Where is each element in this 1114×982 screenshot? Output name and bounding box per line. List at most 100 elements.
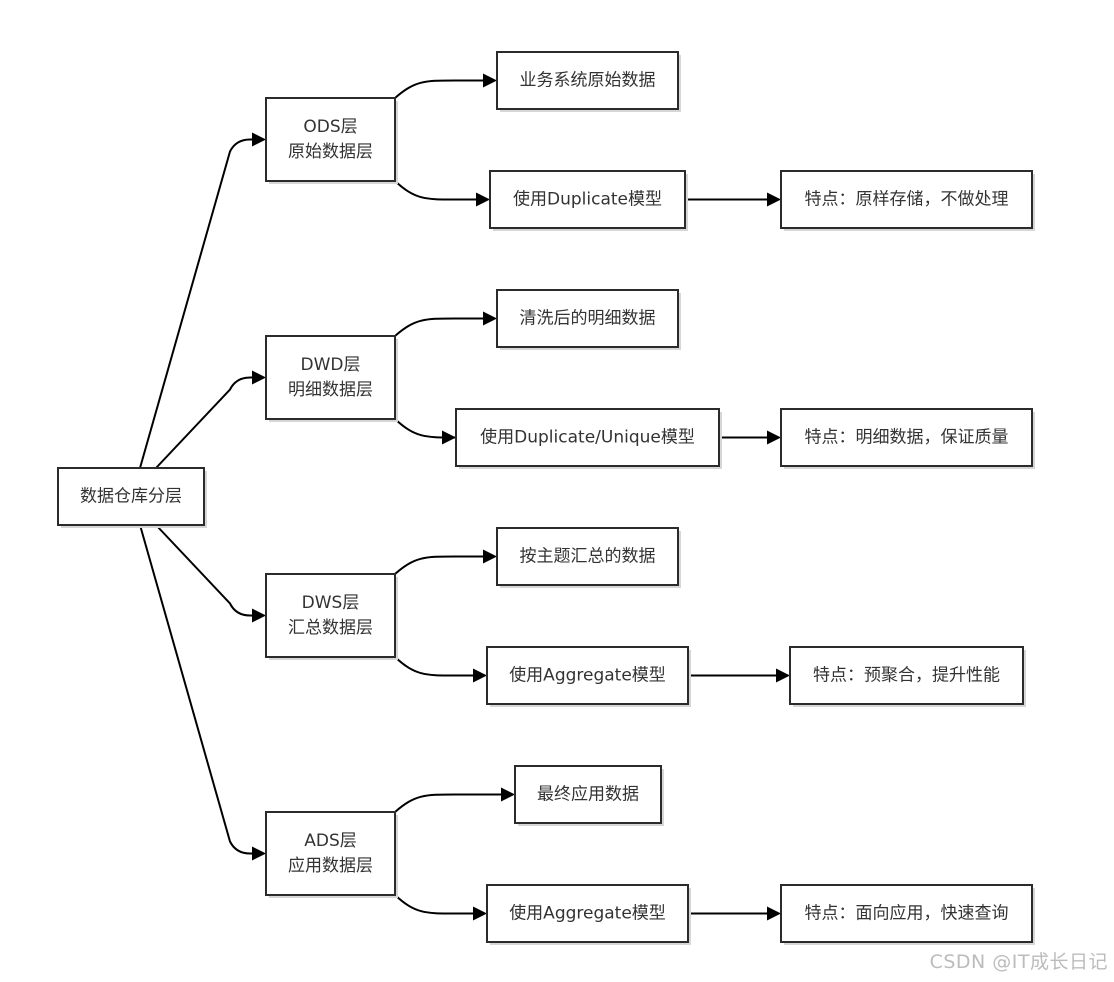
node-label-line: 特点：原样存储，不做处理 (805, 190, 1009, 210)
node-box (455, 408, 720, 467)
node-box (265, 335, 396, 420)
edge-dwd-to-dwd-data (394, 311, 497, 337)
node-box (265, 573, 396, 658)
edge-root-to-ads (139, 524, 266, 861)
node-box (486, 884, 689, 943)
node-box (265, 97, 396, 182)
node-ods-feat: 特点：原样存储，不做处理 (780, 170, 1035, 231)
node-box (780, 408, 1033, 467)
node-dwd-model: 使用Duplicate/Unique模型 (455, 408, 722, 469)
edge-ads-to-ads-data (394, 787, 515, 813)
node-label-line: 最终应用数据 (537, 785, 639, 805)
node-label-line: 数据仓库分层 (80, 487, 182, 507)
node-label-line: 特点：面向应用，快速查询 (805, 904, 1009, 924)
arrowhead (483, 311, 497, 326)
watermark: CSDN @IT成长日记 (929, 951, 1108, 973)
edge-line (139, 524, 264, 855)
node-label-line: 使用Duplicate/Unique模型 (480, 427, 695, 448)
edge-line (155, 524, 264, 617)
edge-dws-to-dws-data (394, 549, 497, 575)
node-label-line: DWD层 (301, 355, 361, 375)
node-label-line: 业务系统原始数据 (520, 71, 656, 91)
node-box (489, 170, 686, 229)
node-label-line: DWS层 (302, 593, 360, 613)
node-label-line: 明细数据层 (288, 380, 373, 400)
node-dws-model: 使用Aggregate模型 (486, 646, 691, 707)
arrowhead (252, 608, 266, 623)
arrowhead (776, 668, 790, 683)
node-ads-data: 最终应用数据 (514, 765, 664, 826)
arrowhead (483, 73, 497, 88)
node-label-line: ADS层 (304, 831, 357, 851)
node-box (789, 646, 1024, 705)
arrowhead (252, 370, 266, 385)
edge-dwd-to-dwd-model (394, 418, 456, 445)
node-box (496, 289, 679, 348)
arrowhead (767, 906, 781, 921)
node-ods-data: 业务系统原始数据 (496, 51, 681, 112)
node-label-line: 使用Duplicate模型 (513, 189, 662, 210)
arrowhead (473, 668, 487, 683)
node-box (780, 170, 1033, 229)
node-box (496, 527, 679, 586)
edge-line (394, 894, 485, 915)
edge-ods-model-to-ods-feat (685, 192, 781, 207)
edge-dws-to-dws-model (394, 656, 487, 683)
node-label-line: 特点：预聚合，提升性能 (813, 666, 1000, 686)
node-label-line: 使用Aggregate模型 (509, 903, 666, 924)
edge-root-to-dwd (155, 370, 266, 469)
edge-line (139, 138, 264, 469)
arrowhead (501, 787, 515, 802)
node-label-line: 应用数据层 (288, 856, 373, 876)
node-dws-feat: 特点：预聚合，提升性能 (789, 646, 1026, 707)
node-box (265, 811, 396, 896)
node-root: 数据仓库分层 (57, 467, 207, 528)
edge-ods-to-ods-data (394, 73, 497, 99)
node-box (486, 646, 689, 705)
edge-line (394, 656, 485, 677)
edge-ods-to-ods-model (394, 180, 490, 207)
node-dws-data: 按主题汇总的数据 (496, 527, 681, 588)
edge-line (394, 317, 495, 337)
edge-root-to-ods (139, 132, 266, 469)
node-ads-feat: 特点：面向应用，快速查询 (780, 884, 1035, 945)
edge-line (394, 555, 495, 575)
arrowhead (767, 192, 781, 207)
node-box (496, 51, 679, 110)
edges-layer (139, 73, 790, 921)
arrowhead (483, 549, 497, 564)
edge-ads-to-ads-model (394, 894, 487, 921)
edge-dws-model-to-dws-feat (688, 668, 790, 683)
node-box (57, 467, 205, 526)
arrowhead (252, 132, 266, 147)
node-dwd-data: 清洗后的明细数据 (496, 289, 681, 350)
edge-line (394, 79, 495, 99)
node-dwd-feat: 特点：明细数据，保证质量 (780, 408, 1035, 469)
node-label-line: 清洗后的明细数据 (520, 309, 656, 329)
node-label-line: 使用Aggregate模型 (509, 665, 666, 686)
edge-root-to-dws (155, 524, 266, 623)
edge-line (394, 793, 513, 813)
edge-ads-model-to-ads-feat (688, 906, 781, 921)
node-ods-model: 使用Duplicate模型 (489, 170, 688, 231)
edge-line (394, 180, 488, 201)
arrowhead (442, 430, 456, 445)
node-label-line: 特点：明细数据，保证质量 (805, 428, 1009, 448)
node-box (780, 884, 1033, 943)
node-label-line: 原始数据层 (288, 142, 373, 162)
edge-line (155, 376, 264, 469)
arrowhead (473, 906, 487, 921)
node-label-line: ODS层 (303, 117, 357, 137)
node-ads-model: 使用Aggregate模型 (486, 884, 691, 945)
node-label-line: 按主题汇总的数据 (520, 547, 656, 567)
node-label-line: 汇总数据层 (288, 618, 373, 638)
node-box (514, 765, 662, 824)
edge-dwd-model-to-dwd-feat (719, 430, 781, 445)
arrowhead (767, 430, 781, 445)
